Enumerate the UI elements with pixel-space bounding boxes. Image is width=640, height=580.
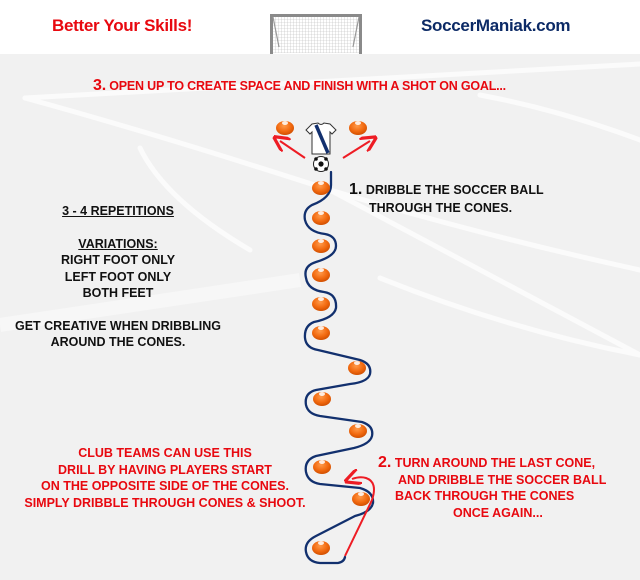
variation-item: RIGHT FOOT ONLY [60,253,176,267]
site-name: SoccerManiak.com [421,16,571,35]
header: Better Your Skills! SoccerManiak.com [0,0,640,54]
step-2-line-1: TURN AROUND THE LAST CONE, [394,456,596,470]
variation-item: BOTH FEET [82,286,154,300]
cone-icon [312,326,330,340]
step-1-instruction: 1. DRIBBLE THE SOCCER BALL THROUGH THE C… [349,181,544,217]
creative-note-line-1: GET CREATIVE WHEN DRIBBLING [14,318,222,333]
cone-icon [312,268,330,282]
step-3-text: OPEN UP TO CREATE SPACE AND FINISH WITH … [109,79,506,93]
cone-icon [312,181,330,195]
step-1-number: 1. [349,181,363,198]
step-2-line-2: AND DRIBBLE THE SOCCER BALL [398,472,607,487]
step-2-number: 2. [378,454,392,471]
cone-icon [349,121,367,135]
dribble-path [303,170,375,565]
step-1-line-1: DRIBBLE THE SOCCER BALL [365,183,544,197]
step-3-instruction: 3. OPEN UP TO CREATE SPACE AND FINISH WI… [93,77,506,95]
cone-icon [352,492,370,506]
club-note-line: SIMPLY DRIBBLE THROUGH CONES & SHOOT. [24,495,306,510]
step-2-instruction: 2. TURN AROUND THE LAST CONE, AND DRIBBL… [378,454,607,521]
step-3-number: 3. [93,77,106,94]
step-2-line-3: BACK THROUGH THE CONES [395,489,575,503]
club-note-line: DRILL BY HAVING PLAYERS START [58,462,272,477]
club-note-line: CLUB TEAMS CAN USE THIS [78,446,252,460]
arrow-left [280,141,306,159]
return-arrow [345,477,375,557]
club-note-line: ON THE OPPOSITE SIDE OF THE CONES. [41,479,289,493]
cone-icon [348,361,366,375]
step-2-line-4: ONCE AGAIN... [453,505,543,520]
cone-icon [313,392,331,406]
repetitions-label: 3 - 4 REPETITIONS [62,204,174,218]
soccer-goal-icon [270,14,362,54]
cone-icon [312,211,330,225]
cone-icon [313,460,331,474]
cone-icon [312,239,330,253]
variations-heading: VARIATIONS: [78,236,158,251]
cones [276,121,370,555]
cone-icon [349,424,367,438]
cone-icon [312,297,330,311]
cone-icon [276,121,294,135]
soccer-ball-icon [313,156,329,172]
drill-notes: 3 - 4 REPETITIONS VARIATIONS: RIGHT FOOT… [0,203,236,351]
variation-item: LEFT FOOT ONLY [64,269,172,284]
creative-note-line-2: AROUND THE CONES. [50,335,186,349]
jersey-icon [305,122,337,155]
header-tagline: Better Your Skills! [52,16,193,35]
step-1-line-2: THROUGH THE CONES. [369,201,513,215]
arrow-right [342,141,370,159]
cone-icon [312,541,330,555]
club-teams-note: CLUB TEAMS CAN USE THIS DRILL BY HAVING … [0,445,330,511]
